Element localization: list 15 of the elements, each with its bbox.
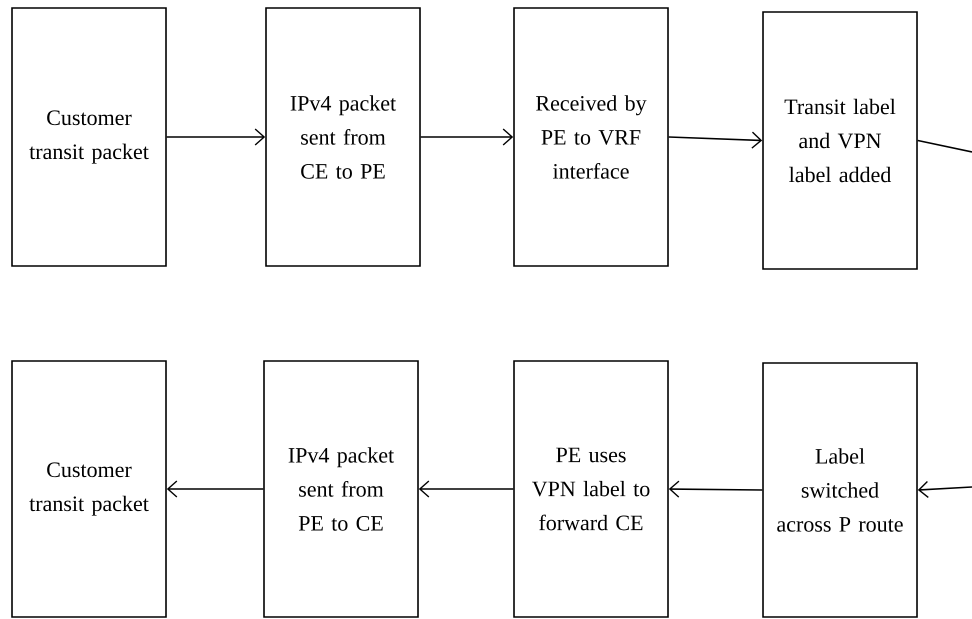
process-box: Label switched across P route <box>762 362 918 618</box>
process-box: Customer transit packet <box>11 360 167 618</box>
process-box: Received by PE to VRF interface <box>513 7 669 267</box>
arrow <box>918 480 972 498</box>
process-box: IPv4 packet sent from CE to PE <box>265 7 421 267</box>
arrow <box>418 480 514 498</box>
arrow <box>668 132 762 149</box>
process-box: Customer transit packet <box>11 7 167 267</box>
process-box: IPv4 packet sent from PE to CE <box>263 360 419 618</box>
arrow <box>166 480 264 498</box>
process-box: PE uses VPN label to forward CE <box>513 360 669 618</box>
arrow <box>420 128 514 146</box>
arrow <box>166 128 266 146</box>
process-box: Transit label and VPN label added <box>762 11 918 270</box>
arrow <box>668 480 762 498</box>
